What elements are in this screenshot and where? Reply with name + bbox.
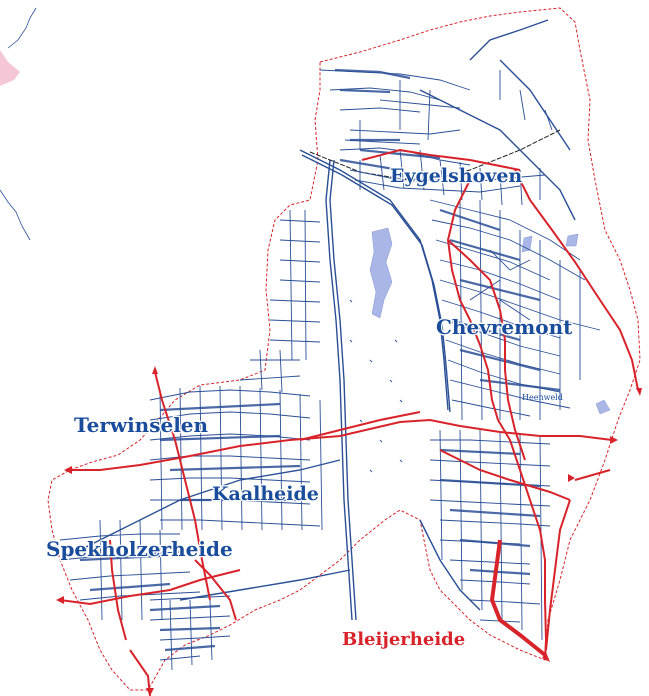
label-kaalheide: Kaalheide bbox=[212, 483, 319, 505]
label-heenweld: Heenweld bbox=[522, 393, 563, 402]
label-spekholzerheide: Spekholzerheide bbox=[46, 537, 233, 561]
water-bodies bbox=[369, 227, 611, 415]
external-fragments bbox=[0, 7, 37, 241]
main-roads bbox=[59, 148, 639, 696]
road-arrows bbox=[56, 366, 642, 696]
municipal-boundary bbox=[47, 7, 641, 691]
secondary-roads bbox=[59, 19, 576, 621]
railway bbox=[309, 129, 561, 183]
label-eygelshoven: Eygelshoven bbox=[390, 165, 522, 187]
label-bleijerheide: Bleijerheide bbox=[342, 629, 465, 650]
label-chevremont: Chevremont bbox=[436, 315, 573, 339]
bleijerheide-highlight-route bbox=[489, 539, 547, 657]
dense-urban-areas bbox=[79, 68, 561, 652]
label-terwinselen: Terwinselen bbox=[74, 413, 209, 437]
